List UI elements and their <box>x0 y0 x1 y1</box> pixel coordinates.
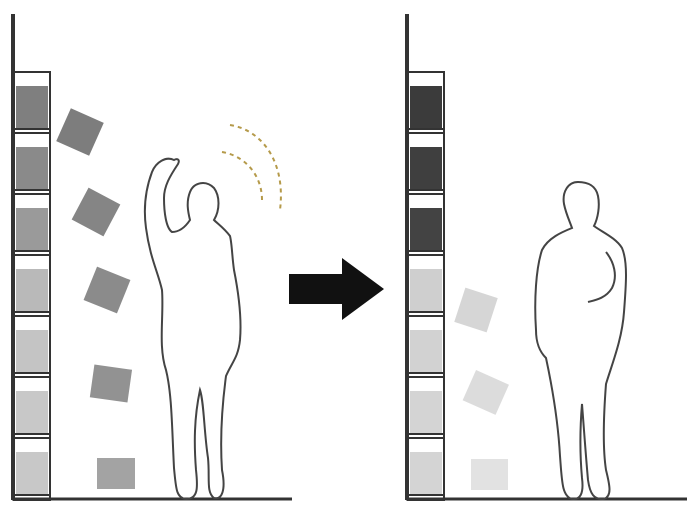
shelf-tile <box>16 269 48 311</box>
floating-tile <box>90 365 132 403</box>
shelf-tile <box>16 391 48 433</box>
shelf-tile <box>410 391 442 433</box>
panel-before <box>12 14 292 500</box>
shelf-tile <box>410 269 442 311</box>
wave-signal-icon <box>222 125 281 210</box>
floating-tile <box>97 458 135 489</box>
person-waving-outline <box>145 159 241 499</box>
floating-tile <box>463 370 509 415</box>
floating-tile <box>454 288 497 333</box>
panel-after <box>406 14 687 500</box>
floating-tile <box>56 108 104 156</box>
transition-arrow-icon <box>289 258 384 320</box>
shelf-tile <box>410 452 442 494</box>
crossed-arm-line <box>588 252 615 302</box>
shelf-tile <box>410 86 442 128</box>
shelf-slots <box>408 72 444 495</box>
floating-tile <box>72 188 121 237</box>
shelf-tile <box>410 208 442 250</box>
shelf-tile <box>410 330 442 372</box>
shelf-tile <box>410 147 442 189</box>
shelf-tile <box>16 208 48 250</box>
shelf-tile <box>16 452 48 494</box>
shelf-tile <box>16 330 48 372</box>
shelf-tile <box>16 86 48 128</box>
floating-tile <box>471 459 508 490</box>
person-standing-outline <box>535 182 626 499</box>
shelf-tile <box>16 147 48 189</box>
floating-tile <box>84 267 131 314</box>
shelf-slots <box>14 72 50 495</box>
